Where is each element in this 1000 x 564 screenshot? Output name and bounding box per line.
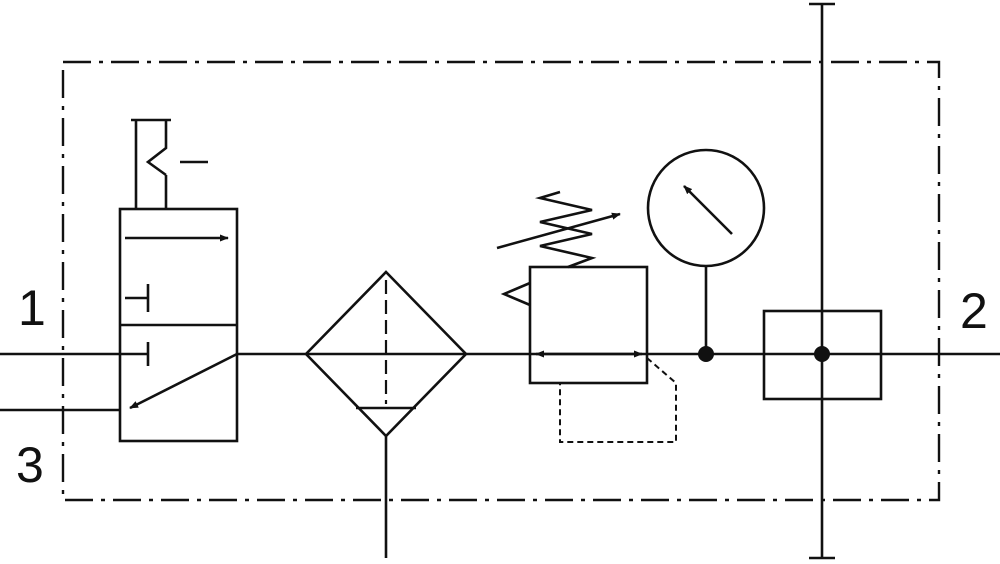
shutoff-valve xyxy=(118,118,239,443)
port-label-inlet: 1 xyxy=(18,280,46,336)
port-label-exhaust: 3 xyxy=(16,437,44,493)
unit-enclosure-boundary xyxy=(61,60,941,502)
distributor-block xyxy=(762,2,883,560)
pressure-gauge xyxy=(646,148,766,362)
filter-separator xyxy=(304,270,468,558)
pressure-regulator xyxy=(496,190,677,443)
port-label-outlet: 2 xyxy=(960,283,988,339)
